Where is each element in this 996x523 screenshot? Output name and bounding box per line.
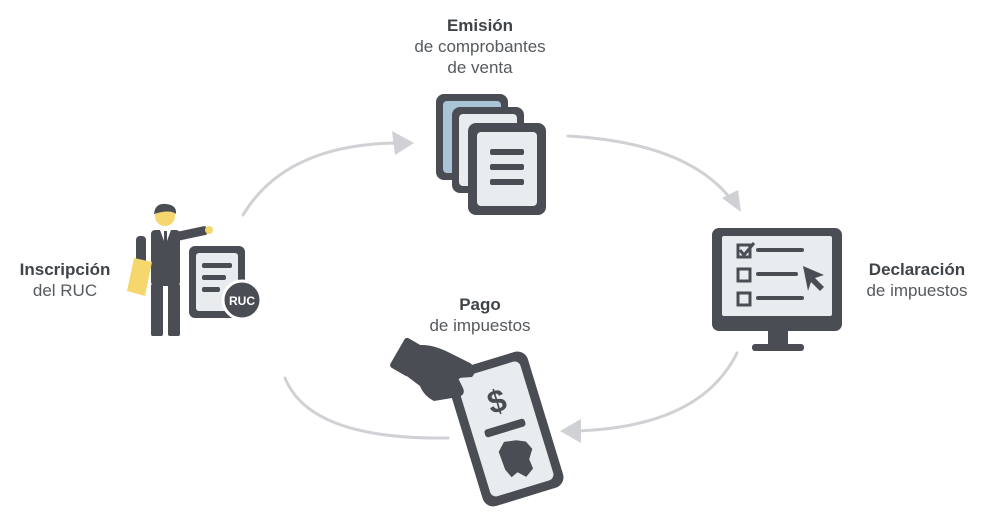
emision-subtitle-2: de venta (447, 58, 513, 77)
arrow-inscripcion-to-emision (241, 141, 397, 217)
declaracion-subtitle: de impuestos (866, 281, 968, 300)
arrow-heads (392, 131, 741, 443)
emision-title: Emisión (446, 16, 514, 35)
ecuador-map-icon (498, 440, 534, 478)
label-pago: Pago de impuestos (395, 294, 565, 336)
arrowhead-emision (392, 131, 414, 155)
label-declaracion: Declaración de impuestos (852, 259, 982, 301)
arrow-declaracion-to-pago (571, 351, 739, 433)
ruc-badge-text: RUC (229, 294, 255, 308)
ruc-document-icon: RUC (189, 246, 263, 321)
businessman-icon (127, 203, 213, 336)
label-emision: Emisión de comprobantes de venta (395, 15, 565, 78)
inscripcion-title: Inscripción (19, 260, 111, 279)
arrow-pago-to-inscripcion (283, 376, 450, 440)
label-inscripcion: Inscripción del RUC (5, 259, 125, 301)
declaracion-title: Declaración (868, 260, 966, 279)
arrowhead-pago (560, 419, 581, 443)
hand-receipt-icon: $ (390, 337, 564, 507)
cycle-arrows (241, 134, 739, 440)
emision-subtitle-1: de comprobantes (414, 37, 546, 56)
arrowhead-declaracion (722, 190, 741, 212)
pago-subtitle: de impuestos (429, 316, 531, 335)
cursor-arrow-icon (803, 266, 824, 291)
inscripcion-subtitle: del RUC (32, 281, 98, 300)
stacked-documents-icon (436, 94, 546, 215)
monitor-checklist-icon (712, 228, 842, 351)
arrow-emision-to-declaracion (566, 134, 735, 204)
pago-title: Pago (459, 295, 501, 314)
